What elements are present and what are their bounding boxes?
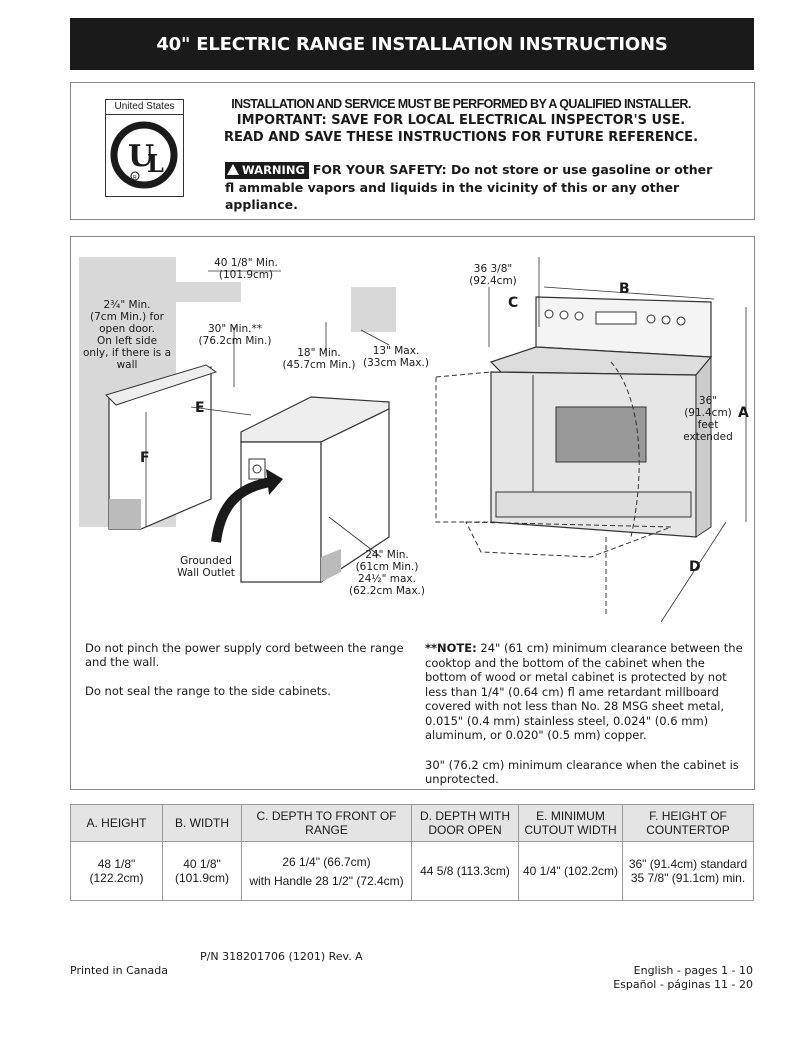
- dimension-width-min: 40 1/8" Min.(101.9cm): [214, 257, 278, 281]
- warning-badge: WARNING: [225, 162, 309, 179]
- table-header: C. DEPTH TO FRONT OF RANGE: [241, 804, 412, 842]
- table-header: D. DEPTH WITH DOOR OPEN: [411, 804, 519, 842]
- table-cell: 48 1/8"(122.2cm): [70, 841, 163, 901]
- upper-cabinet-right: [351, 287, 396, 332]
- dimension-13-max: 13" Max.(33cm Max.): [363, 345, 429, 369]
- letter-e: E: [195, 400, 205, 416]
- note-seal: Do not seal the range to the side cabine…: [85, 684, 331, 698]
- warning-text-2: fl ammable vapors and liquids in the vic…: [225, 180, 680, 212]
- notes-right: **NOTE: 24" (61 cm) minimum clearance be…: [425, 641, 745, 802]
- table-cell: 26 1/4" (66.7cm)with Handle 28 1/2" (72.…: [241, 841, 412, 901]
- letter-d: D: [689, 559, 701, 575]
- svg-text:L: L: [147, 149, 164, 178]
- installation-drawing: [79, 257, 747, 623]
- warning-icon: [227, 164, 239, 175]
- table-header: B. WIDTH: [162, 804, 242, 842]
- note-unprotected: 30" (76.2 cm) minimum clearance when the…: [425, 757, 739, 787]
- wall-outlet: [248, 458, 266, 480]
- table-header: A. HEIGHT: [70, 804, 163, 842]
- ul-mark-icon: U L R: [110, 121, 178, 189]
- letter-a: A: [738, 405, 749, 421]
- english-pages: English - pages 1 - 10: [633, 964, 753, 977]
- table-cell: 40 1/8"(101.9cm): [162, 841, 242, 901]
- table-row: 48 1/8"(122.2cm) 40 1/8"(101.9cm) 26 1/4…: [70, 841, 754, 901]
- dimension-24-min: 24" Min.(61cm Min.) 24½" max.(62.2cm Max…: [349, 549, 425, 597]
- table-cell: 40 1/4" (102.2cm): [518, 841, 623, 901]
- warming-drawer: [495, 491, 692, 518]
- table-header: F. HEIGHT OF COUNTERTOP: [622, 804, 754, 842]
- table-header: E. MINIMUM CUTOUT WIDTH: [518, 804, 623, 842]
- printed-in: Printed in Canada: [70, 964, 168, 977]
- warning-text-1: FOR YOUR SAFETY: Do not store or use gas…: [312, 162, 713, 177]
- ul-country-label: United States: [106, 100, 183, 115]
- letter-b: B: [619, 281, 630, 297]
- spanish-pages: Español - páginas 11 - 20: [613, 978, 753, 991]
- ul-logo: United States U L R: [105, 99, 184, 197]
- table-cell: 44 5/8 (113.3cm): [411, 841, 519, 901]
- notice-line-3: READ AND SAVE THESE INSTRUCTIONS FOR FUT…: [223, 130, 699, 145]
- installation-diagram: 40 1/8" Min.(101.9cm) 2¾" Min.(7cm Min.)…: [70, 236, 755, 790]
- svg-text:R: R: [133, 175, 137, 181]
- svg-text:U: U: [128, 139, 154, 174]
- part-number: P/N 318201706 (1201) Rev. A: [200, 950, 363, 963]
- note-pinch: Do not pinch the power supply cord betwe…: [85, 641, 404, 669]
- page-title: 40" ELECTRIC RANGE INSTALLATION INSTRUCT…: [70, 18, 754, 70]
- outlet-arrow: [211, 477, 272, 543]
- dimension-18-min: 18" Min.(45.7cm Min.): [282, 347, 356, 371]
- dimension-table: A. HEIGHT B. WIDTH C. DEPTH TO FRONT OF …: [70, 804, 754, 901]
- dimension-depth: 36 3/8"(92.4cm): [469, 263, 517, 287]
- side-wall: [79, 257, 176, 385]
- notice-line-1: INSTALLATION AND SERVICE MUST BE PERFORM…: [231, 97, 691, 111]
- dimension-30-min: 30" Min.**(76.2cm Min.): [198, 323, 272, 347]
- safety-notice: United States U L R INSTALLATION AND SER…: [70, 82, 755, 220]
- oven-window: [555, 406, 647, 463]
- upper-cabinet-left: [176, 282, 241, 302]
- notice-line-2: IMPORTANT: SAVE FOR LOCAL ELECTRICAL INS…: [236, 113, 686, 128]
- letter-f: F: [140, 450, 150, 466]
- note-label: **NOTE:: [425, 641, 477, 655]
- table-header-row: A. HEIGHT B. WIDTH C. DEPTH TO FRONT OF …: [70, 804, 754, 842]
- notes-left: Do not pinch the power supply cord betwe…: [85, 641, 405, 713]
- letter-c: C: [508, 295, 519, 311]
- note-text: 24" (61 cm) minimum clearance between th…: [425, 641, 743, 742]
